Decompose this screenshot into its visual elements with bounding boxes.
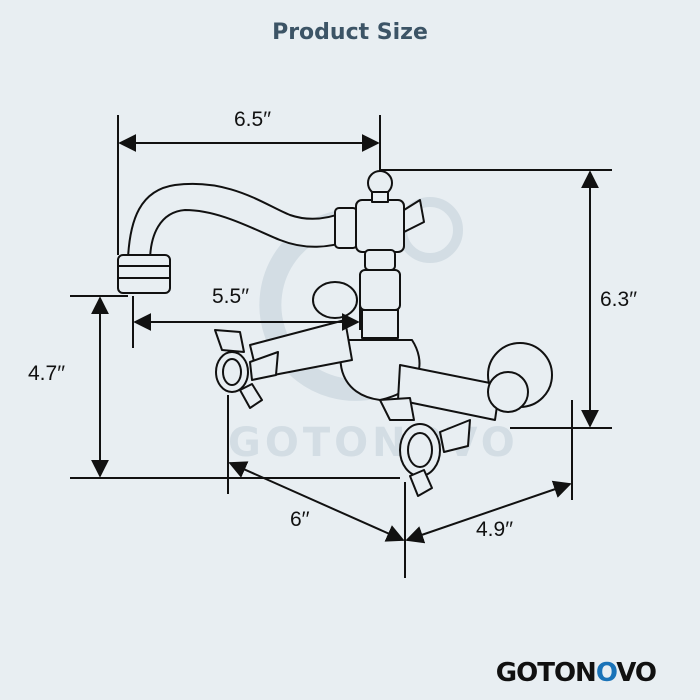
dimension-lines <box>70 115 612 578</box>
dimension-depth: 4.9′′ <box>476 518 514 541</box>
dimension-spout-reach: 5.5′′ <box>212 285 250 308</box>
dimension-outlet-height: 4.7′′ <box>28 362 66 385</box>
dimension-total-height: 6.3′′ <box>600 288 638 311</box>
dimension-spout-width: 6.5′′ <box>234 108 272 131</box>
brand-name-drop: O <box>595 658 617 688</box>
dimension-width: 6′′ <box>290 508 310 531</box>
brand-name-prefix: GOTON <box>495 658 597 688</box>
faucet <box>117 170 553 497</box>
page-title: Product Size <box>272 20 428 45</box>
brand-logo: GOTONOVO <box>495 658 657 688</box>
brand-name-suffix: VO <box>616 658 657 688</box>
